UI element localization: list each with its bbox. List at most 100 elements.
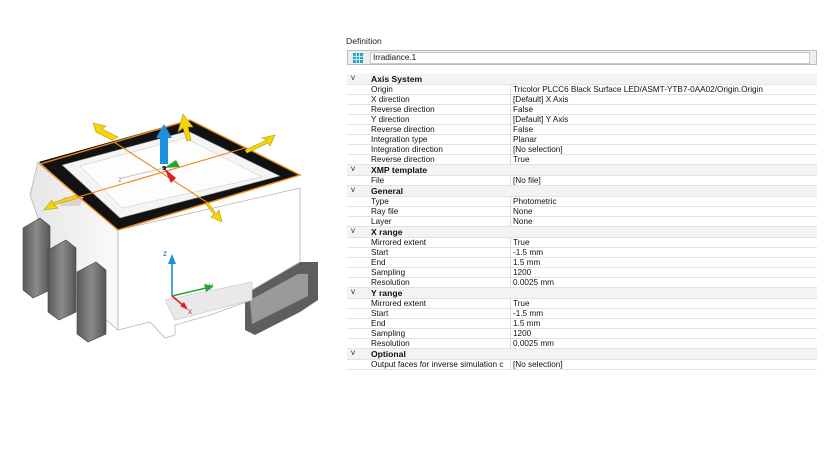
category-row[interactable]: v Y range: [347, 287, 817, 299]
property-value[interactable]: 0.0025 mm: [513, 278, 554, 287]
name-input[interactable]: Irradiance.1: [370, 52, 810, 64]
property-row[interactable]: Start -1.5 mm: [347, 309, 817, 319]
category-row[interactable]: v Optional: [347, 348, 817, 360]
category-label: XMP template: [371, 165, 428, 175]
property-row[interactable]: End 1.5 mm: [347, 319, 817, 329]
property-key: Reverse direction: [371, 125, 435, 134]
property-row[interactable]: Reverse direction False: [347, 125, 817, 135]
property-row[interactable]: Layer None: [347, 217, 817, 227]
property-value[interactable]: Planar: [513, 135, 537, 144]
column-divider: [510, 95, 511, 104]
property-row[interactable]: Ray file None: [347, 207, 817, 217]
property-key: Start: [371, 309, 389, 318]
column-divider: [510, 299, 511, 308]
property-value[interactable]: 0.0025 mm: [513, 339, 554, 348]
property-key: Origin: [371, 85, 393, 94]
column-divider: [510, 319, 511, 328]
property-row[interactable]: Sampling 1200: [347, 329, 817, 339]
property-row[interactable]: X direction [Default] X Axis: [347, 95, 817, 105]
property-key: Reverse direction: [371, 155, 435, 164]
column-divider: [510, 248, 511, 257]
property-row[interactable]: End 1.5 mm: [347, 258, 817, 268]
property-key: Layer: [371, 217, 392, 226]
sensor-outline: [38, 119, 302, 231]
property-value[interactable]: True: [513, 238, 530, 247]
column-divider: [510, 339, 511, 348]
property-row[interactable]: Origin Tricolor PLCC6 Black Surface LED/A…: [347, 85, 817, 95]
gizmo-z-label: z: [118, 175, 122, 184]
property-value[interactable]: None: [513, 217, 533, 226]
property-row[interactable]: Reverse direction True: [347, 155, 817, 165]
property-row[interactable]: Start-1.5 mm: [347, 248, 817, 258]
chevron-down-icon[interactable]: v: [351, 164, 355, 173]
property-row[interactable]: File[No file]: [347, 176, 817, 186]
property-value[interactable]: 1.5 mm: [513, 319, 541, 328]
property-value[interactable]: [Default] Y Axis: [513, 115, 569, 124]
property-value[interactable]: False: [513, 105, 534, 114]
property-value[interactable]: None: [513, 207, 533, 216]
column-divider: [510, 258, 511, 267]
property-value[interactable]: False: [513, 125, 534, 134]
axis-y-label: y: [209, 281, 213, 290]
property-value[interactable]: [No file]: [513, 176, 541, 185]
property-value[interactable]: [Default] X Axis: [513, 95, 569, 104]
column-divider: [510, 238, 511, 247]
chevron-down-icon[interactable]: v: [351, 287, 355, 296]
property-key: X direction: [371, 95, 410, 104]
pins: [22, 217, 107, 343]
property-row[interactable]: Reverse direction False: [347, 105, 817, 115]
category-row[interactable]: v XMP template: [347, 164, 817, 176]
chevron-down-icon[interactable]: v: [351, 185, 355, 194]
axis-x-label: x: [188, 307, 192, 316]
property-key: End: [371, 258, 386, 267]
chevron-down-icon[interactable]: v: [351, 348, 355, 357]
right-bracket: [245, 262, 318, 335]
property-row[interactable]: Output faces for inverse simulation c [No…: [347, 360, 817, 370]
property-value[interactable]: -1.5 mm: [513, 309, 544, 318]
property-value[interactable]: True: [513, 155, 530, 164]
3d-viewport[interactable]: z z y x: [0, 0, 335, 467]
column-divider: [510, 115, 511, 124]
led-model-drawing[interactable]: z z y x: [0, 0, 335, 467]
property-value[interactable]: Photometric: [513, 197, 557, 206]
property-key: Type: [371, 197, 389, 206]
property-value[interactable]: 1200: [513, 268, 532, 277]
property-key: Sampling: [371, 329, 406, 338]
property-key: End: [371, 319, 386, 328]
property-key: Ray file: [371, 207, 399, 216]
chevron-down-icon[interactable]: v: [351, 226, 355, 235]
center-gizmo: [121, 124, 180, 183]
property-row[interactable]: Y direction[Default] Y Axis: [347, 115, 817, 125]
column-divider: [510, 329, 511, 338]
property-value[interactable]: 1.5 mm: [513, 258, 541, 267]
chevron-down-icon[interactable]: v: [351, 73, 355, 82]
category-label: Y range: [371, 288, 403, 298]
column-divider: [510, 360, 511, 369]
property-value[interactable]: 1200: [513, 329, 532, 338]
property-row[interactable]: Integration type Planar: [347, 135, 817, 145]
property-value[interactable]: True: [513, 299, 530, 308]
property-key: Reverse direction: [371, 105, 435, 114]
property-value[interactable]: [No selection]: [513, 360, 563, 369]
property-key: Integration type: [371, 135, 428, 144]
column-divider: [510, 155, 511, 164]
property-value[interactable]: -1.5 mm: [513, 248, 544, 257]
category-label: Optional: [371, 349, 406, 359]
property-row[interactable]: Type Photometric: [347, 197, 817, 207]
axis-z-label: z: [163, 249, 167, 258]
property-value[interactable]: [No selection]: [513, 145, 563, 154]
column-divider: [510, 125, 511, 134]
property-value[interactable]: Tricolor PLCC6 Black Surface LED/ASMT-YT…: [513, 85, 763, 94]
property-row[interactable]: Integration direction[No selection]: [347, 145, 817, 155]
column-divider: [510, 176, 511, 185]
property-key: Output faces for inverse simulation c: [371, 360, 504, 369]
